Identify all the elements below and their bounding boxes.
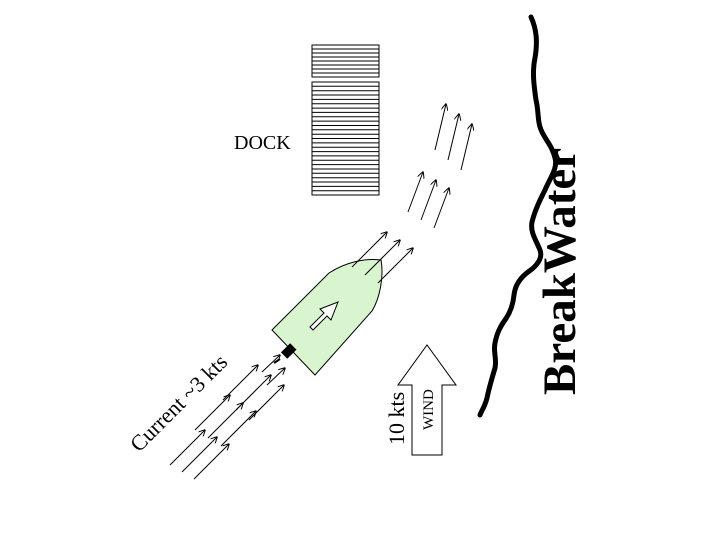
current-arrow <box>377 248 413 284</box>
wind-label: WIND <box>421 389 437 430</box>
boat-heading-arrow-icon <box>309 301 339 331</box>
current-arrow <box>447 114 459 161</box>
current-arrow <box>364 240 400 276</box>
current-arrow <box>460 124 472 171</box>
dock <box>311 44 380 196</box>
current-arrows <box>169 104 472 480</box>
current-arrow <box>261 355 280 373</box>
dock-lower-planks <box>312 85 379 192</box>
current-arrow <box>433 188 449 229</box>
current-arrow <box>169 430 205 466</box>
wind-arrow-icon <box>397 344 457 456</box>
current-arrow <box>248 385 284 421</box>
current-arrow <box>420 180 436 221</box>
boat <box>271 259 383 376</box>
current-arrow <box>235 375 271 411</box>
dock-label: DOCK <box>234 132 291 154</box>
wind-speed-label: 10 kts <box>384 392 409 445</box>
dock-upper-planks <box>312 48 379 74</box>
current-arrow <box>194 395 230 431</box>
breakwater-label: BreakWater <box>534 148 586 395</box>
current-label: Current ~3 kts <box>125 349 232 456</box>
current-arrow <box>220 411 256 447</box>
current-arrow <box>434 104 446 151</box>
breakwater-shoreline <box>477 14 559 418</box>
boat-hull <box>271 259 383 376</box>
current-arrow <box>181 437 217 473</box>
current-arrow <box>351 232 387 268</box>
current-arrow <box>193 444 229 480</box>
current-arrow <box>266 368 285 386</box>
current-arrow <box>407 172 423 213</box>
current-arrow <box>222 365 258 401</box>
